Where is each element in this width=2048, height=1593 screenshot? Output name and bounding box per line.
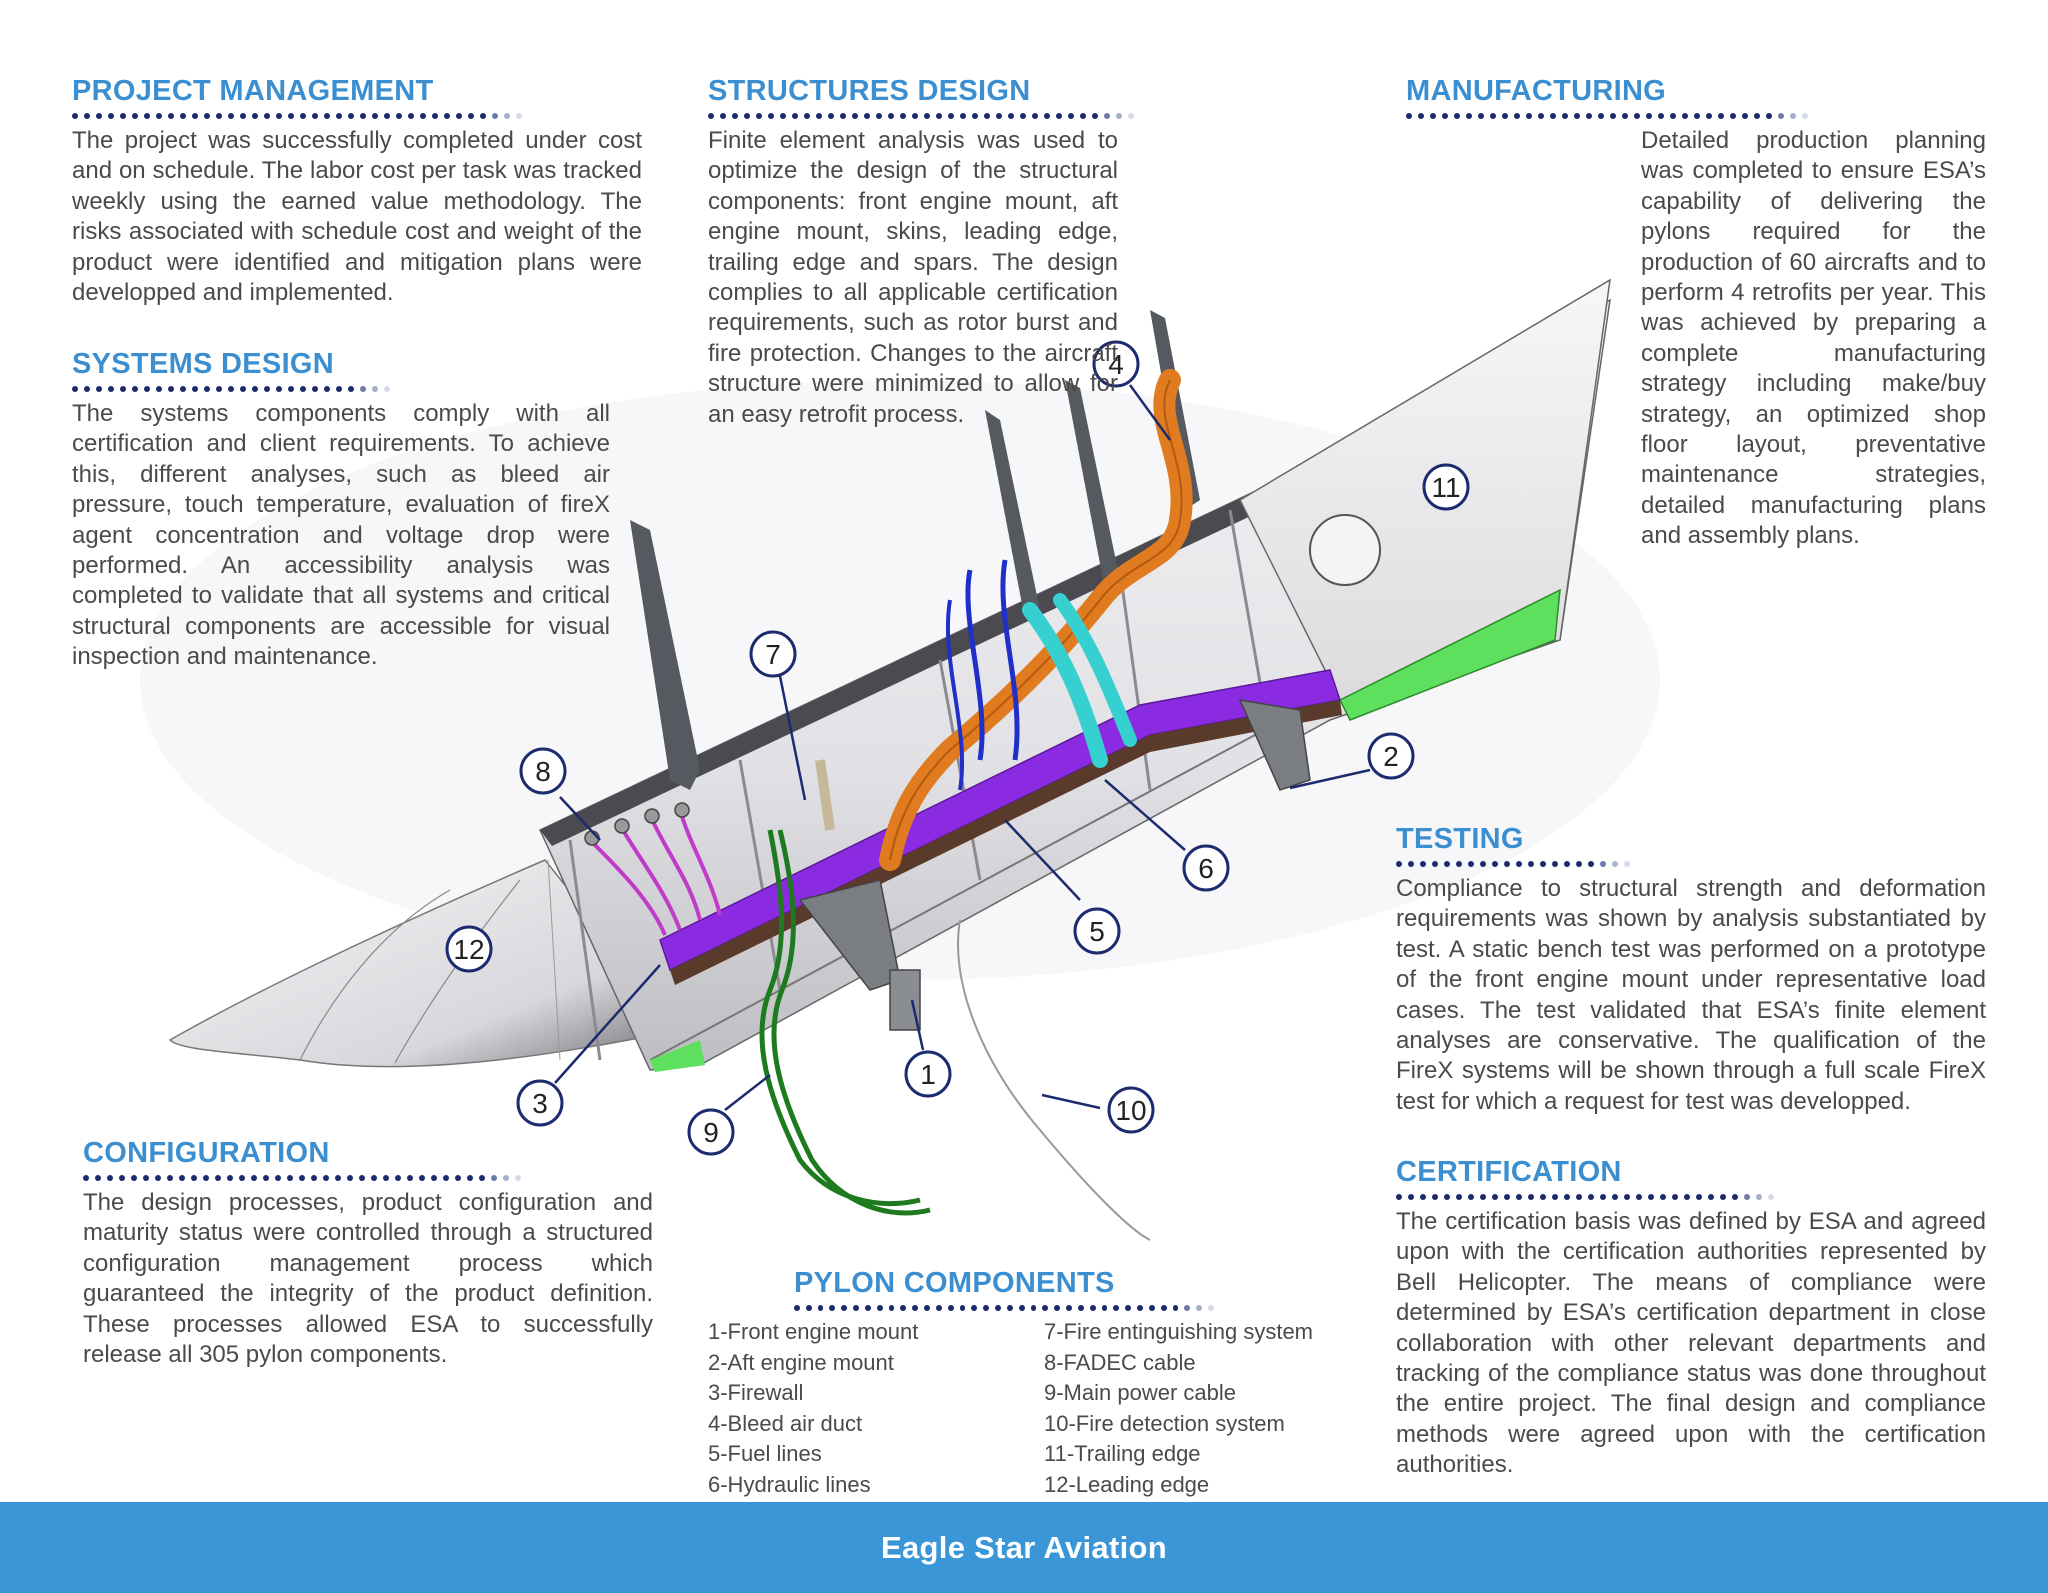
fadec-connectors [584, 802, 690, 846]
callout-5: 5 [1073, 907, 1121, 955]
callout-1: 1 [904, 1050, 952, 1098]
svg-text:11: 11 [1431, 472, 1460, 503]
heading-dots [1406, 112, 1986, 120]
heading-dots [708, 112, 1278, 120]
pylon-components-section: PYLON COMPONENTS [794, 1266, 1214, 1318]
svg-text:1: 1 [920, 1059, 936, 1090]
certification-title: CERTIFICATION [1396, 1156, 1622, 1188]
testing-section: TESTING Compliance to structural strengt… [1396, 822, 1986, 1117]
footer-bar: Eagle Star Aviation [0, 1502, 2048, 1593]
svg-text:8: 8 [535, 756, 551, 787]
legend-item: 4-Bleed air duct [708, 1410, 863, 1436]
configuration-body: The design processes, product configurat… [83, 1189, 653, 1369]
testing-body: Compliance to structural strength and de… [1396, 875, 1986, 1115]
heading-dots [72, 112, 642, 120]
components-legend-right: 7-Fire entinguishing system 8-FADEC cabl… [1044, 1317, 1313, 1500]
svg-text:10: 10 [1115, 1095, 1146, 1126]
svg-text:3: 3 [532, 1088, 548, 1119]
legend-item: 5-Fuel lines [708, 1441, 822, 1466]
certification-body: The certification basis was defined by E… [1396, 1208, 1986, 1479]
manufacturing-section: MANUFACTURING Detailed production planni… [1406, 74, 1986, 552]
project-management-section: PROJECT MANAGEMENT The project was succe… [72, 74, 642, 308]
fire-ext-line [815, 759, 835, 831]
fire-detection-line [957, 919, 1151, 1241]
certification-section: CERTIFICATION The certification basis wa… [1396, 1155, 1986, 1481]
svg-text:9: 9 [703, 1117, 719, 1148]
callout-6: 6 [1182, 844, 1230, 892]
company-name: Eagle Star Aviation [881, 1529, 1167, 1565]
legend-item: 2-Aft engine mount [708, 1349, 894, 1375]
structures-design-body: Finite element analysis was used to opti… [708, 127, 1118, 428]
legend-item: 9-Main power cable [1044, 1380, 1236, 1405]
callout-11: 11 [1422, 463, 1470, 511]
callout-leaders [554, 384, 1371, 1111]
fuel-line-a [965, 569, 985, 761]
heading-dots [1396, 1193, 1986, 1201]
project-management-title: PROJECT MANAGEMENT [72, 75, 434, 107]
callout-12: 12 [445, 925, 493, 973]
configuration-section: CONFIGURATION The design processes, prod… [83, 1136, 653, 1370]
legend-item: 10-Fire detection system [1044, 1410, 1285, 1436]
legend-item: 1-Front engine mount [708, 1319, 919, 1344]
project-management-body: The project was successfully completed u… [72, 127, 642, 307]
legend-item: 3-Firewall [708, 1380, 804, 1405]
heading-dots [794, 1304, 1214, 1312]
callout-9: 9 [687, 1108, 735, 1156]
legend-item: 7-Fire entinguishing system [1044, 1319, 1314, 1344]
front-engine-mount [798, 879, 921, 1031]
heading-dots [1396, 860, 1986, 868]
legend-item: 11-Trailing edge [1044, 1441, 1201, 1466]
callout-10: 10 [1107, 1086, 1155, 1134]
svg-text:2: 2 [1383, 741, 1399, 772]
callout-7: 7 [749, 630, 797, 678]
svg-text:4: 4 [1108, 349, 1124, 380]
svg-text:5: 5 [1089, 916, 1105, 947]
systems-design-body: The systems components comply with all c… [72, 400, 610, 671]
legend-item: 6-Hydraulic lines [708, 1471, 871, 1497]
main-power-cable-b [771, 829, 931, 1216]
svg-text:6: 6 [1198, 853, 1214, 884]
configuration-title: CONFIGURATION [83, 1137, 330, 1169]
fadec-cables [588, 809, 722, 936]
callout-8: 8 [519, 747, 567, 795]
hydraulic-line-a [1022, 602, 1108, 768]
callout-4: 4 [1092, 340, 1140, 388]
testing-title: TESTING [1396, 823, 1524, 855]
aft-engine-mount [1238, 699, 1311, 791]
manufacturing-body: Detailed production planning was complet… [1641, 127, 1986, 550]
pylon-components-title: PYLON COMPONENTS [794, 1267, 1115, 1299]
fuel-line-c [945, 599, 965, 791]
manufacturing-title: MANUFACTURING [1406, 75, 1667, 107]
callout-2: 2 [1367, 732, 1415, 780]
nose-seal [650, 1040, 705, 1072]
hydraulic-line-b [1053, 593, 1137, 747]
heading-dots [83, 1174, 653, 1182]
components-legend-left: 1-Front engine mount 2-Aft engine mount … [708, 1317, 918, 1500]
bleed-air-duct-edge [889, 379, 1183, 861]
heading-dots [72, 385, 610, 393]
callout-3: 3 [516, 1079, 564, 1127]
svg-text:12: 12 [453, 934, 484, 965]
fuel-line-b [1000, 559, 1020, 761]
systems-design-title: SYSTEMS DESIGN [72, 348, 335, 380]
svg-text:7: 7 [765, 639, 781, 670]
legend-item: 8-FADEC cable [1044, 1349, 1196, 1375]
systems-design-section: SYSTEMS DESIGN The systems components co… [72, 347, 610, 673]
legend-item: 12-Leading edge [1044, 1471, 1210, 1497]
structures-design-section: STRUCTURES DESIGN Finite element analysi… [708, 74, 1278, 430]
structures-design-title: STRUCTURES DESIGN [708, 75, 1031, 107]
